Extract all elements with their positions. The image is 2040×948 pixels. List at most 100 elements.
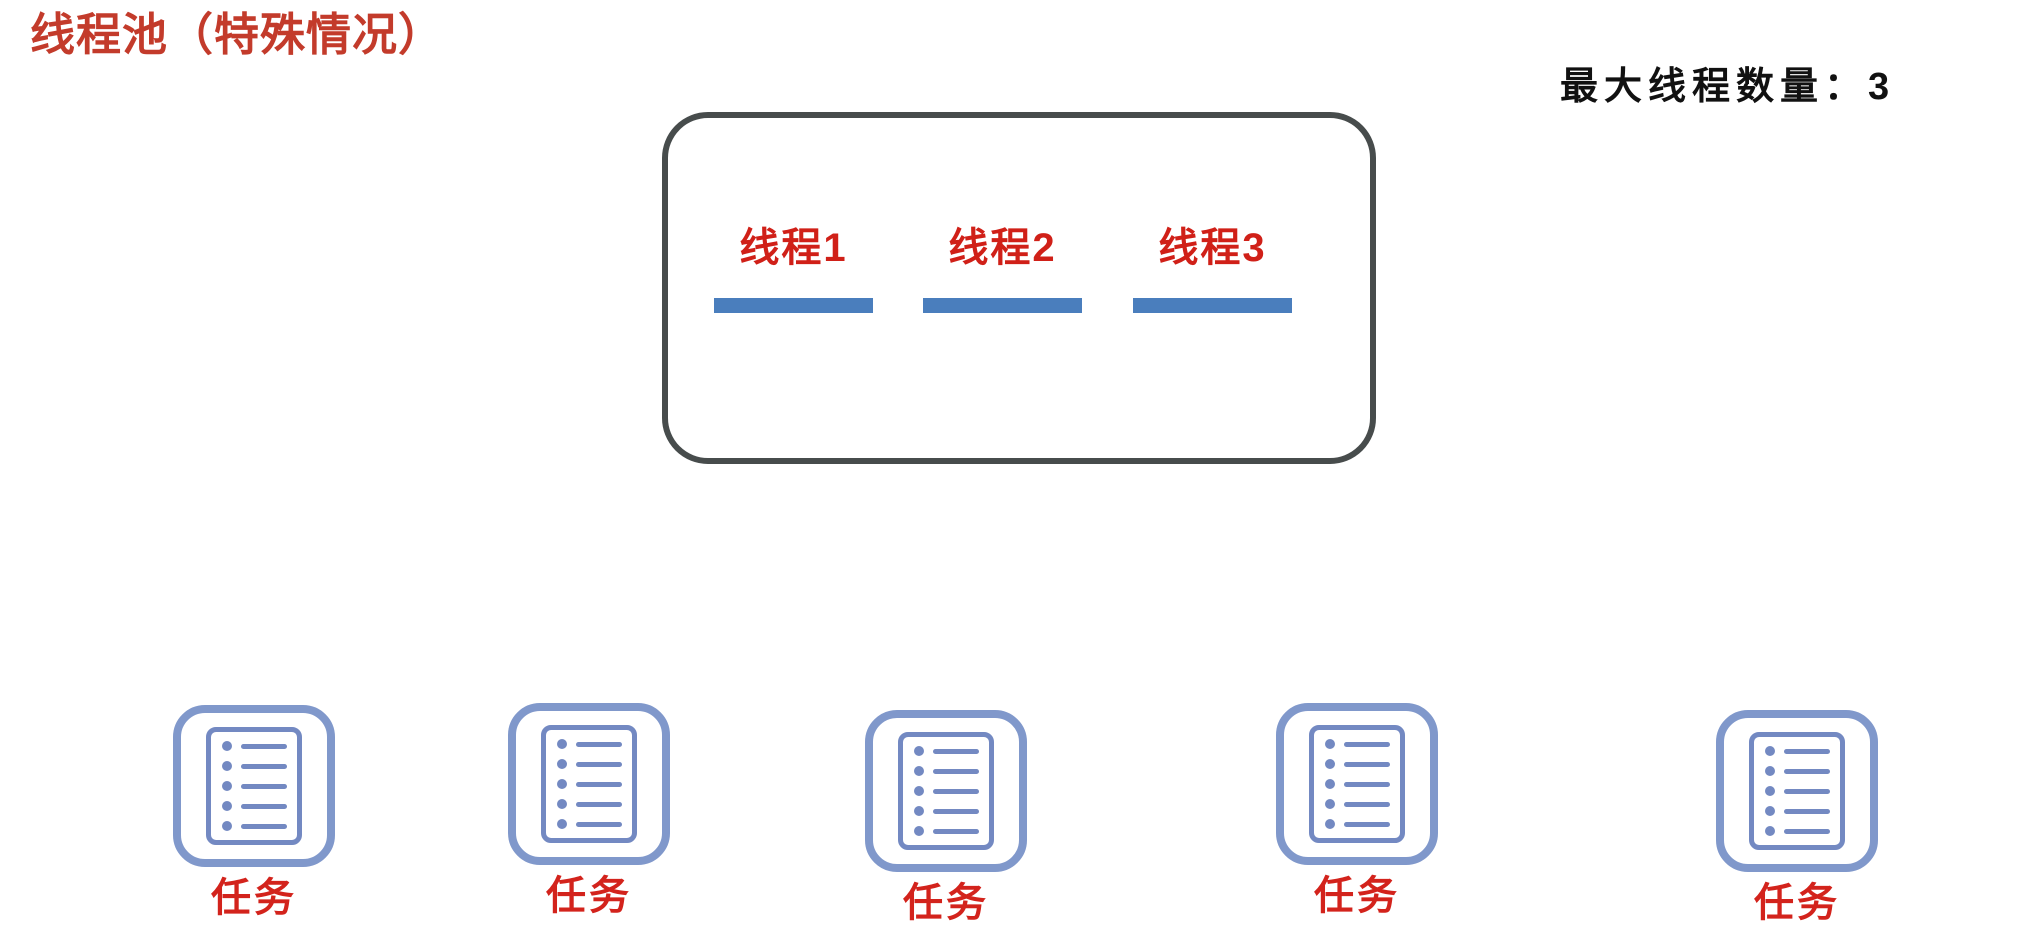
task-label: 任务 — [903, 881, 989, 925]
thread-label: 线程2 — [948, 226, 1057, 270]
bullet-dot-icon — [1765, 806, 1775, 816]
document-list-icon — [1749, 732, 1845, 850]
task-group-2: 任务 — [508, 703, 670, 917]
list-line — [1344, 781, 1390, 787]
thread-label: 线程1 — [739, 226, 848, 270]
list-row — [222, 761, 287, 771]
bullet-dot-icon — [1325, 739, 1335, 749]
bullet-dot-icon — [557, 739, 567, 749]
max-threads-note: 最大线程数量：3 — [1560, 66, 1896, 108]
task-label: 任务 — [1754, 881, 1840, 925]
document-list-icon — [1309, 725, 1405, 843]
bullet-dot-icon — [557, 819, 567, 829]
list-line — [241, 743, 287, 749]
list-line — [576, 801, 622, 807]
list-row — [914, 826, 979, 836]
task-group-1: 任务 — [173, 705, 335, 919]
list-line — [933, 788, 979, 794]
list-row — [1325, 779, 1390, 789]
document-list-icon — [541, 725, 637, 843]
task-list-icon — [508, 703, 670, 865]
list-line — [241, 803, 287, 809]
list-line — [241, 823, 287, 829]
list-row — [914, 746, 979, 756]
thread-underline-bar — [923, 298, 1082, 313]
document-list-icon — [206, 727, 302, 845]
page-title: 线程池（特殊情况） — [30, 9, 445, 60]
list-line — [933, 768, 979, 774]
task-list-icon — [173, 705, 335, 867]
document-list-icon — [898, 732, 994, 850]
list-row — [557, 779, 622, 789]
thread-underline-bar — [714, 298, 873, 313]
list-line — [1784, 808, 1830, 814]
list-row — [222, 781, 287, 791]
task-label: 任务 — [211, 876, 297, 920]
list-line — [1344, 801, 1390, 807]
list-row — [1325, 759, 1390, 769]
thread-underline-bar — [1133, 298, 1292, 313]
list-row — [1765, 766, 1830, 776]
list-row — [1765, 746, 1830, 756]
list-row — [1325, 799, 1390, 809]
task-list-icon — [1716, 710, 1878, 872]
list-line — [241, 783, 287, 789]
bullet-dot-icon — [222, 761, 232, 771]
list-row — [222, 801, 287, 811]
bullet-dot-icon — [1325, 799, 1335, 809]
list-row — [557, 799, 622, 809]
list-row — [557, 759, 622, 769]
list-row — [557, 819, 622, 829]
bullet-dot-icon — [914, 786, 924, 796]
thread-label: 线程3 — [1158, 226, 1267, 270]
list-row — [222, 741, 287, 751]
list-line — [1784, 748, 1830, 754]
list-row — [557, 739, 622, 749]
list-line — [1344, 821, 1390, 827]
list-line — [576, 761, 622, 767]
list-row — [1325, 739, 1390, 749]
task-group-5: 任务 — [1716, 710, 1878, 924]
list-line — [1784, 788, 1830, 794]
bullet-dot-icon — [557, 779, 567, 789]
list-line — [241, 763, 287, 769]
task-list-icon — [865, 710, 1027, 872]
list-line — [933, 748, 979, 754]
list-line — [576, 781, 622, 787]
bullet-dot-icon — [914, 806, 924, 816]
bullet-dot-icon — [1325, 779, 1335, 789]
list-row — [1765, 786, 1830, 796]
bullet-dot-icon — [1765, 766, 1775, 776]
list-line — [1344, 761, 1390, 767]
task-group-4: 任务 — [1276, 703, 1438, 917]
bullet-dot-icon — [1325, 819, 1335, 829]
list-row — [222, 821, 287, 831]
bullet-dot-icon — [1765, 786, 1775, 796]
task-list-icon — [1276, 703, 1438, 865]
bullet-dot-icon — [914, 766, 924, 776]
list-line — [1344, 741, 1390, 747]
bullet-dot-icon — [222, 801, 232, 811]
bullet-dot-icon — [914, 826, 924, 836]
bullet-dot-icon — [1325, 759, 1335, 769]
bullet-dot-icon — [222, 781, 232, 791]
bullet-dot-icon — [222, 741, 232, 751]
bullet-dot-icon — [1765, 746, 1775, 756]
thread-pool-box: 线程1 线程2 线程3 — [662, 112, 1376, 464]
bullet-dot-icon — [1765, 826, 1775, 836]
list-line — [576, 741, 622, 747]
list-row — [914, 806, 979, 816]
list-line — [576, 821, 622, 827]
list-row — [1325, 819, 1390, 829]
task-label: 任务 — [1314, 874, 1400, 918]
list-row — [1765, 806, 1830, 816]
list-row — [914, 786, 979, 796]
list-row — [914, 766, 979, 776]
thread-column-2: 线程2 — [923, 224, 1082, 313]
list-line — [1784, 768, 1830, 774]
thread-column-1: 线程1 — [714, 224, 873, 313]
task-label: 任务 — [546, 874, 632, 918]
thread-column-3: 线程3 — [1133, 224, 1292, 313]
list-line — [1784, 828, 1830, 834]
